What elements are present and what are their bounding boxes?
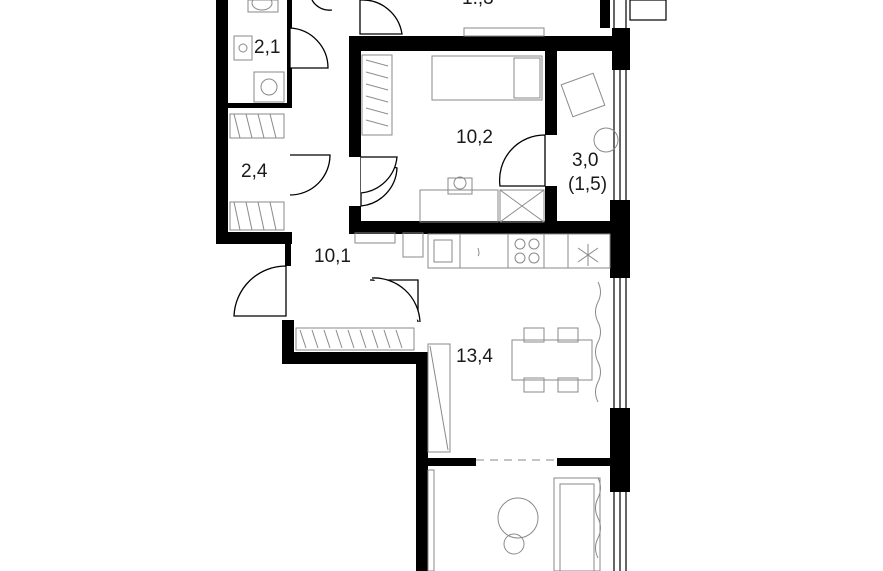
room-area-hallway: 10,1 [314, 246, 351, 267]
room-area-bathroom: 2,1 [254, 37, 280, 58]
room-area-kitchen-living: 13,4 [456, 346, 493, 367]
doors [233, 0, 546, 323]
room-area-balcony: 3,0 [572, 150, 598, 171]
room-area-balcony-sub: (1,5) [568, 174, 607, 195]
room-area-bedroom: 10,2 [456, 127, 493, 148]
windows [613, 0, 667, 571]
room-area-toilet: 2,4 [241, 161, 268, 182]
room-area-top-room: 1.,3 [462, 0, 494, 9]
room-labels: 1.,3 2,1 2,4 10,1 10,2 3,0 (1,5) 13,4 [241, 0, 607, 367]
fixtures [229, 0, 619, 571]
walls [216, 0, 630, 571]
